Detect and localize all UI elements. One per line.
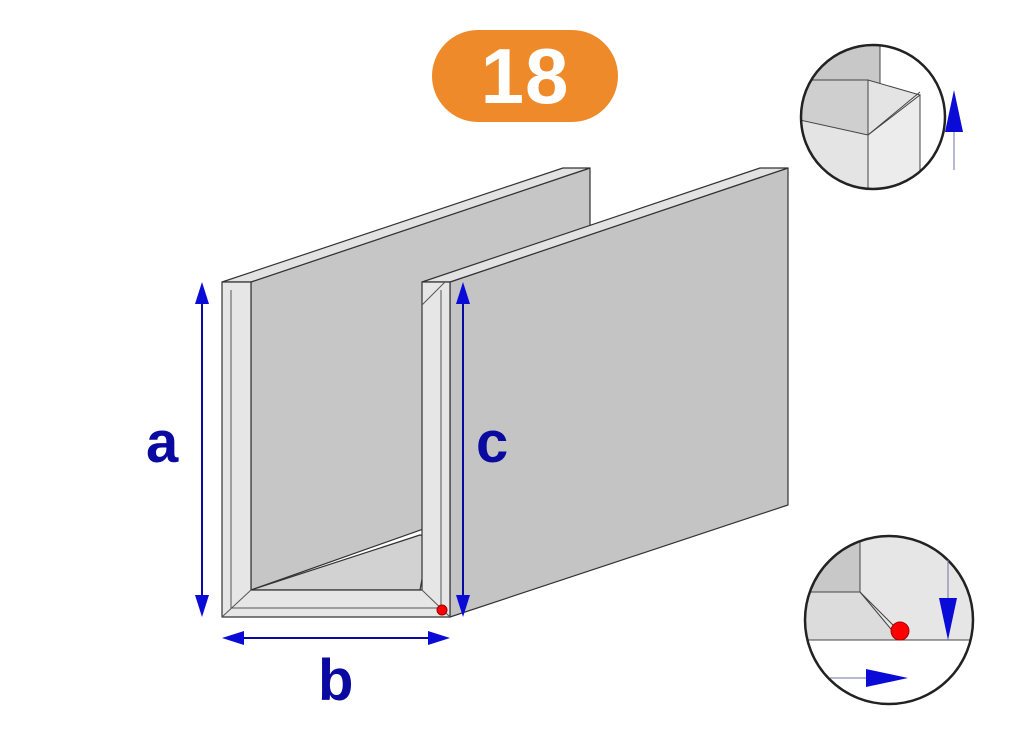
- u-channel-profile: [221, 167, 789, 618]
- dimension-b-label: b: [318, 648, 354, 713]
- u-cross-section: [221, 281, 451, 618]
- arrow-right-icon: [830, 669, 908, 687]
- detail-corner-marker: [890, 621, 910, 641]
- step-number: 18: [480, 31, 570, 120]
- bevel-corner-tr: [421, 281, 446, 306]
- dimension-a-line: [195, 282, 209, 617]
- dimension-c-label: c: [476, 410, 509, 475]
- step-number-badge: 18: [432, 30, 618, 122]
- dimension-c-line: [456, 282, 470, 617]
- bevel-corner-bl: [221, 589, 252, 618]
- detail-bottom-corner: [803, 534, 975, 706]
- section-bevel-lines: [230, 290, 442, 609]
- arrow-up-icon: [945, 90, 963, 170]
- dimension-b-line: [222, 631, 450, 645]
- dimension-a-label: a: [146, 410, 179, 475]
- corner-marker: [436, 604, 448, 616]
- detail-top-corner: [799, 43, 963, 191]
- arrow-down-icon: [939, 560, 957, 640]
